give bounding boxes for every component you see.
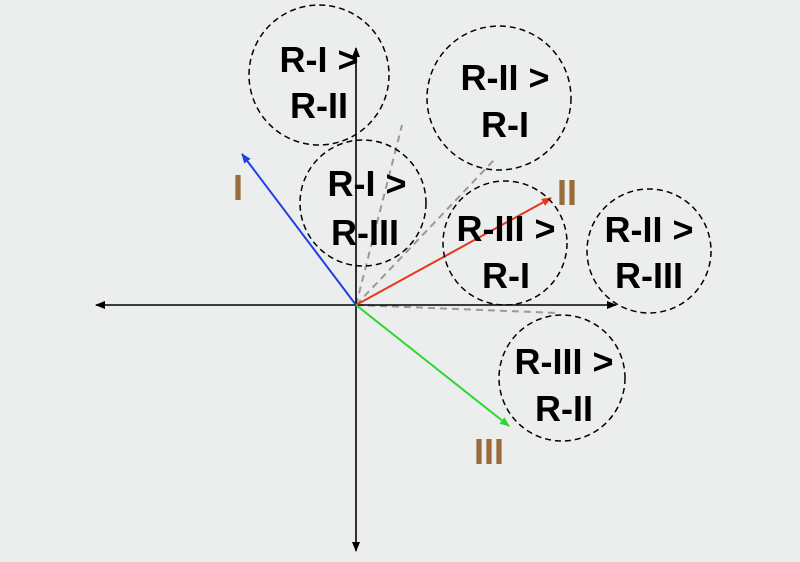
boundary-lines [355,124,559,314]
vectors: I II III [233,153,577,472]
boundary-line-2 [355,159,495,306]
region-label-line1: R-II > [460,57,549,98]
region-label-line2: R-II [535,388,593,429]
boundary-line-3 [355,304,559,314]
vector-I-label: I [233,167,243,208]
region-label-line1: R-III > [456,208,555,249]
region-label-line1: R-III > [514,341,613,382]
region-circle-5: R-II > R-III [586,188,712,314]
axes [95,47,617,552]
vector-II-arrow [355,197,552,306]
region-label-line2: R-I [481,104,529,145]
region-circle-outline [442,180,568,306]
region-circle-outline [586,188,712,314]
region-circle-outline [299,139,427,267]
region-label-line2: R-II [290,85,348,126]
vector-II-label: II [557,172,577,213]
boundary-line-1 [355,124,403,306]
region-label-line1: R-II > [604,209,693,250]
region-label-line2: R-III [331,212,399,253]
region-label-line1: R-I > [327,163,406,204]
region-circle-4: R-III > R-I [442,180,568,306]
vector-III-label: III [474,431,504,472]
region-circle-6: R-III > R-II [498,314,626,442]
region-circles: R-I > R-II R-II > R-I R-I > R-III R-III … [248,4,712,442]
region-circle-outline [498,314,626,442]
region-label-line1: R-I > [279,39,358,80]
vector-I-arrow [241,153,357,306]
region-circle-3: R-I > R-III [299,139,427,267]
region-circle-outline [426,25,572,171]
region-circle-1: R-I > R-II [248,4,390,146]
region-label-line2: R-I [482,255,530,296]
vector-III-arrow [355,304,510,427]
region-circle-2: R-II > R-I [426,25,572,171]
region-label-line2: R-III [615,255,683,296]
region-circle-outline [248,4,390,146]
